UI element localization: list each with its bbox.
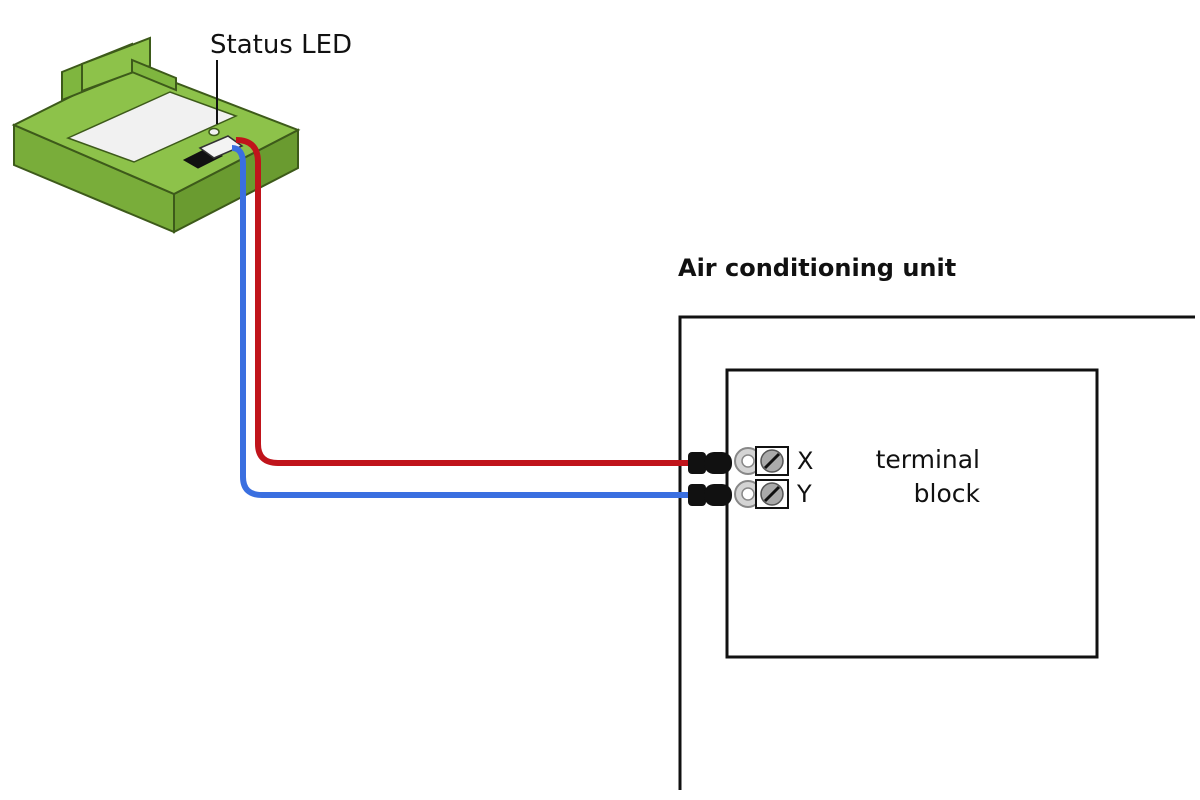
terminal-y — [688, 479, 789, 509]
controller-board — [11, 36, 301, 234]
wire-x — [235, 137, 692, 466]
terminal-block-label-line2: block — [914, 479, 981, 508]
board-label-panel — [66, 91, 238, 163]
board-rib-2 — [81, 36, 151, 93]
terminal-y-label: Y — [796, 480, 812, 508]
terminal-x-label: X — [797, 447, 813, 475]
terminal-x-screw-slot — [763, 452, 781, 470]
status-led-label: Status LED — [210, 30, 352, 60]
terminal-y-ferrule — [704, 484, 732, 506]
status-led-indicator — [208, 127, 220, 137]
board-rib-3 — [131, 58, 177, 92]
terminal-x-crimp — [688, 452, 706, 474]
wire-y — [231, 145, 692, 498]
terminal-x-ferrule — [704, 452, 732, 474]
terminal-y-ring-hole — [741, 487, 755, 501]
ac-unit-title: Air conditioning unit — [678, 254, 956, 282]
terminal-x-ring-hole — [741, 454, 755, 468]
ac-unit-outline — [678, 315, 1195, 790]
terminal-x — [688, 446, 789, 476]
terminal-y-crimp — [688, 484, 706, 506]
terminal-block-box — [725, 368, 1099, 659]
board-plug — [198, 135, 244, 159]
terminal-block-label-line1: terminal — [876, 445, 980, 474]
terminal-y-screw-slot — [763, 485, 781, 503]
